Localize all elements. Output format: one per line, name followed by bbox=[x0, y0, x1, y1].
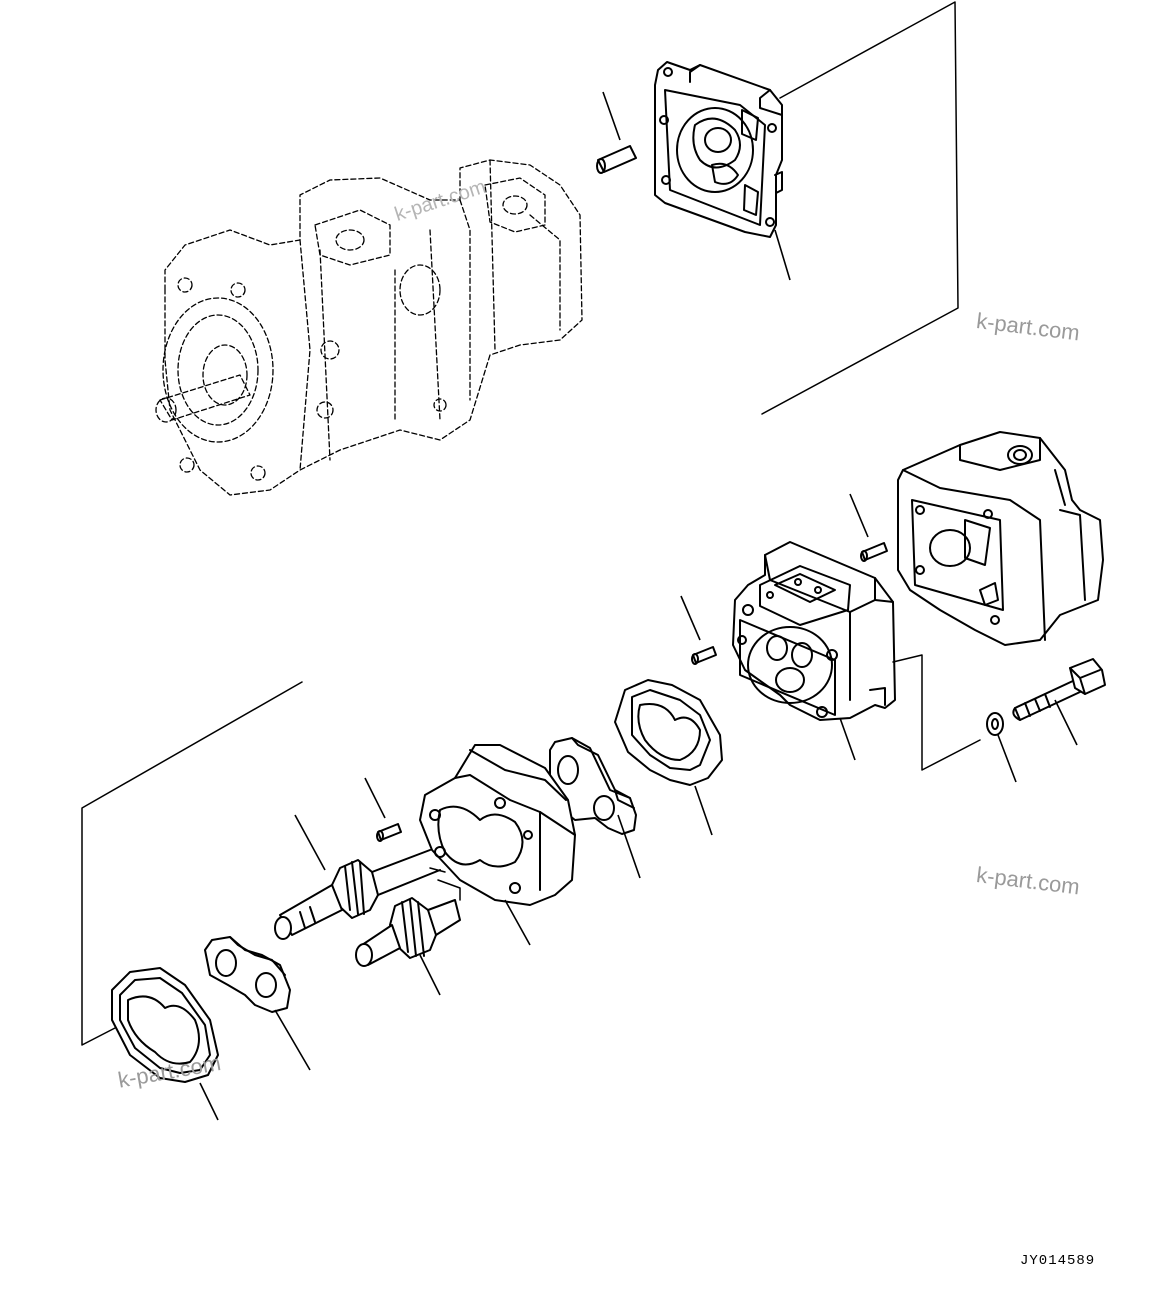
assembly-bracket-left bbox=[81, 681, 303, 1046]
dowel-pin-right bbox=[849, 493, 888, 562]
front-housing-leader bbox=[839, 717, 856, 761]
driven-gear-shaft bbox=[355, 867, 461, 967]
gasket-left bbox=[111, 967, 219, 1083]
drive-gear-shaft-leader bbox=[294, 814, 326, 871]
assembly-bracket-top bbox=[761, 1, 959, 415]
bushing-plate-left-leader bbox=[274, 1009, 311, 1071]
front-housing bbox=[732, 541, 896, 721]
gasket-left-leader bbox=[199, 1082, 219, 1121]
pump-assembly bbox=[155, 159, 583, 496]
drawing-code: JY014589 bbox=[1020, 1253, 1096, 1269]
gasket-right bbox=[614, 679, 723, 786]
drive-gear-shaft bbox=[274, 849, 441, 940]
dowel-pin-top bbox=[596, 91, 637, 174]
dowel-pin-middle bbox=[680, 595, 717, 665]
washer bbox=[986, 712, 1017, 783]
cover-plate bbox=[654, 61, 783, 238]
bushing-plate-right-leader bbox=[617, 814, 641, 879]
rear-housing bbox=[897, 431, 1104, 646]
gear-case-leader bbox=[504, 899, 531, 946]
gasket-right-leader bbox=[694, 785, 713, 836]
bushing-plate-left bbox=[204, 936, 291, 1013]
driven-gear-shaft-leader bbox=[419, 954, 441, 996]
bolt bbox=[1012, 658, 1106, 746]
gear-case bbox=[419, 744, 576, 906]
dowel-pin-lower bbox=[364, 777, 402, 842]
cover-plate-leader bbox=[774, 229, 791, 281]
assembly-bracket-right bbox=[892, 654, 981, 771]
